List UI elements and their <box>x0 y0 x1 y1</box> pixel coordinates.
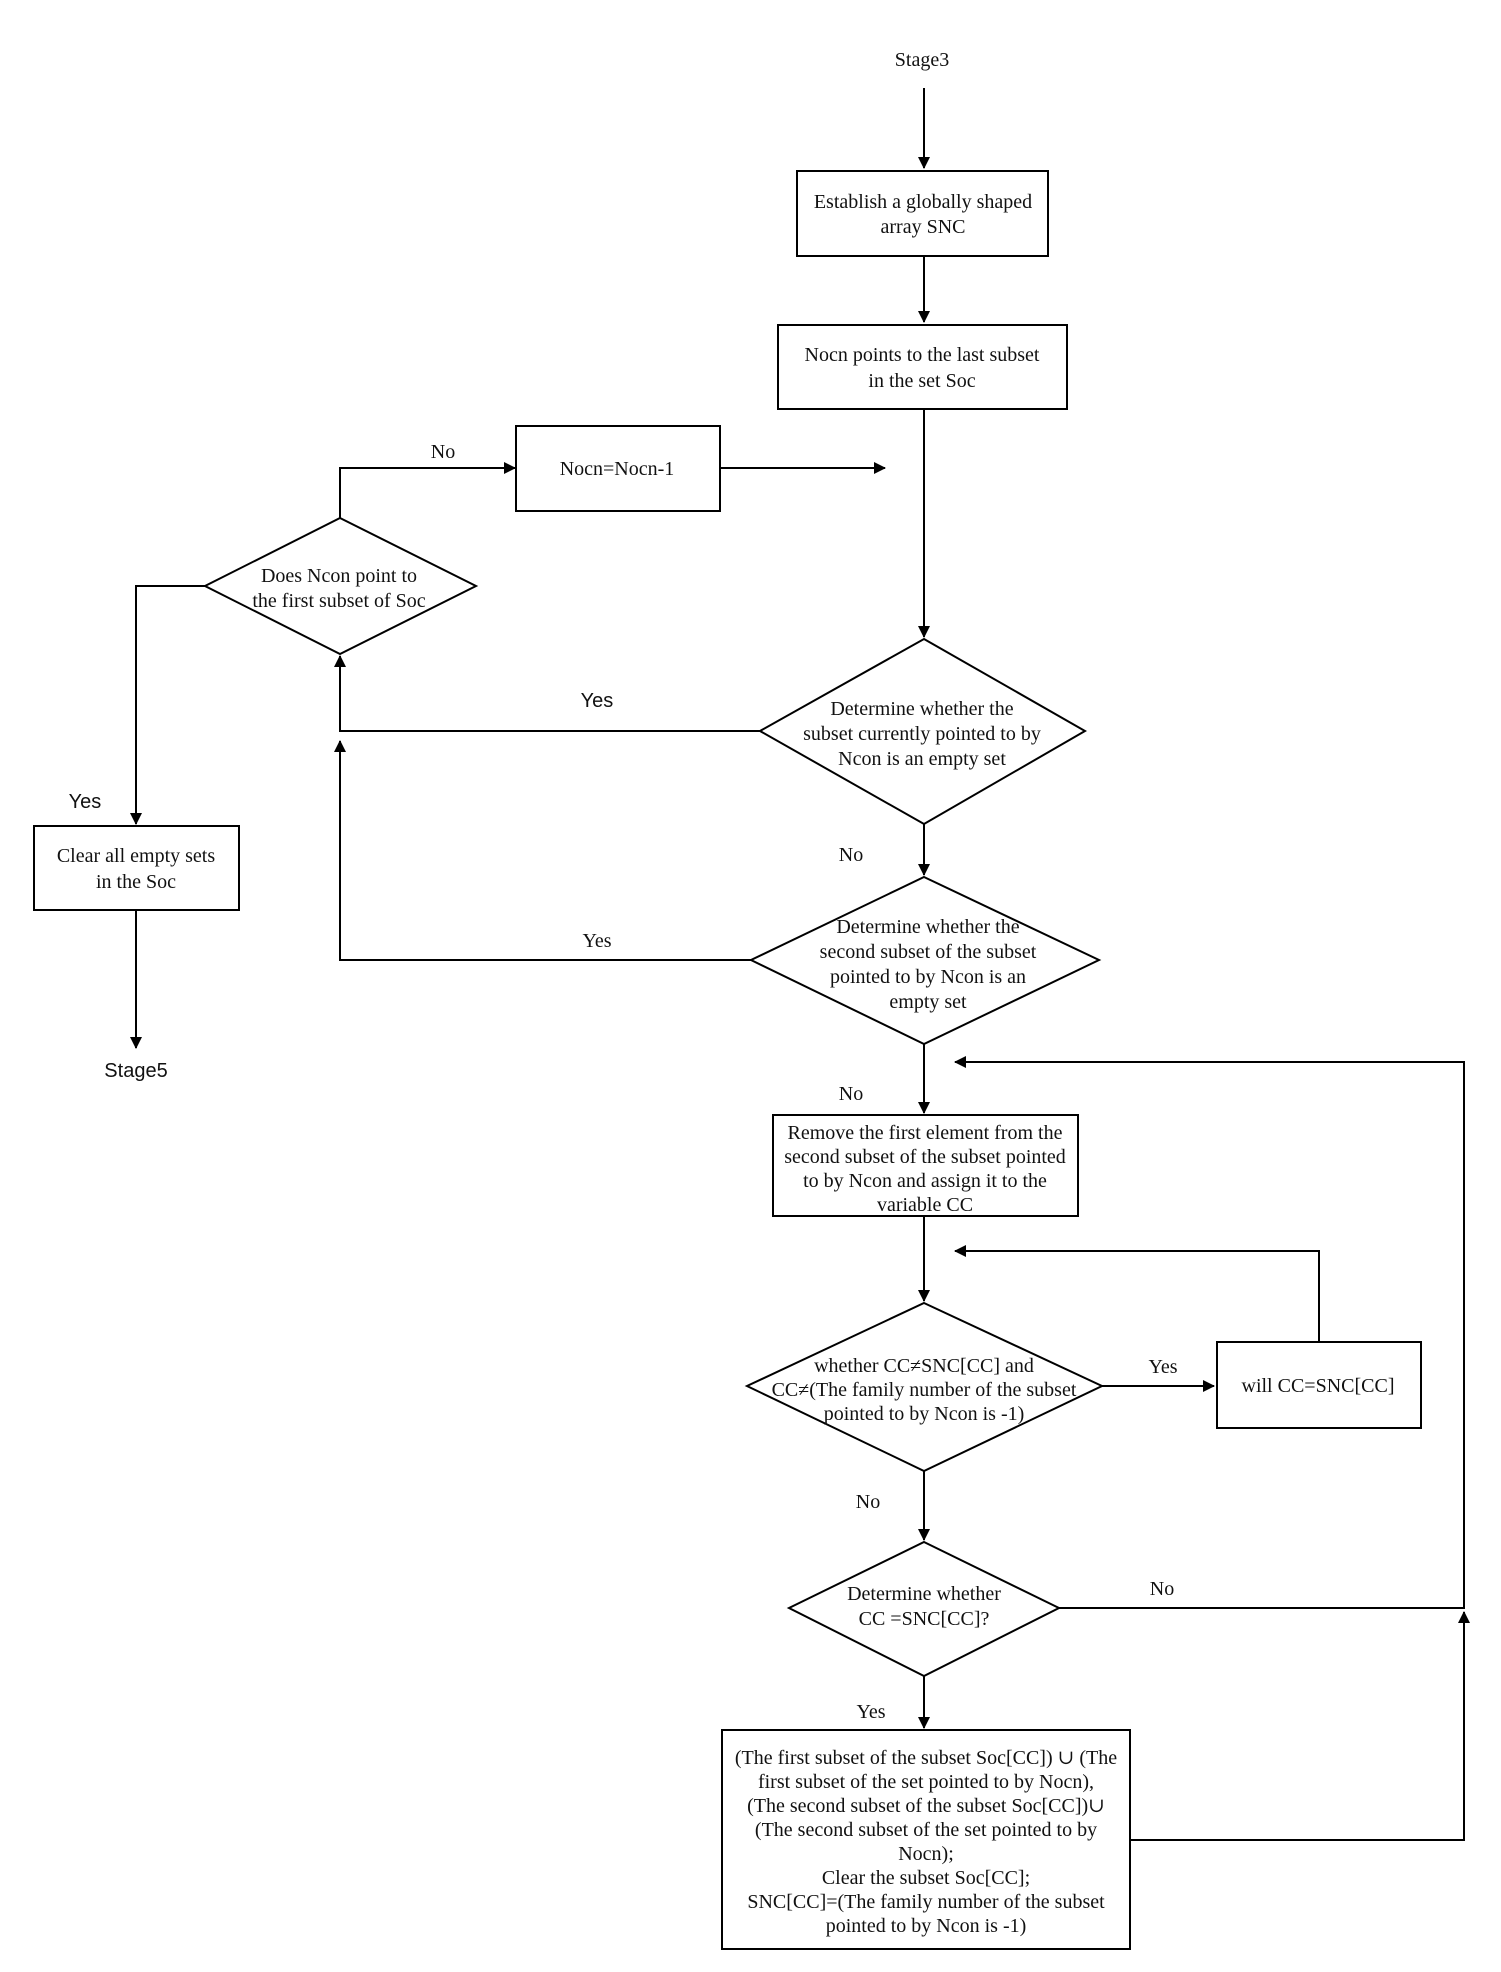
second-subset-yes-label: Yes <box>582 930 611 952</box>
text-line: Nocn); <box>898 1843 954 1865</box>
text-line: Clear all empty sets <box>57 845 216 867</box>
empty-subset-yes-label: Yes <box>581 690 614 712</box>
text-line: empty set <box>889 991 967 1013</box>
empty-subset-no-label: No <box>839 844 863 866</box>
stage3-label: Stage3 <box>895 49 949 71</box>
ncon-first-decision <box>202 516 479 656</box>
text-line: first subset of the set pointed to by No… <box>758 1771 1094 1793</box>
text-line: Nocn=Nocn-1 <box>560 458 675 480</box>
text-line: in the set Soc <box>868 370 975 392</box>
stage5-label: Stage5 <box>104 1060 167 1082</box>
text-line: CC≠(The family number of the subset <box>772 1379 1077 1401</box>
edge-empty-question-yes <box>334 655 760 732</box>
text-line: whether CC≠SNC[CC] and <box>814 1355 1034 1377</box>
text-line: array SNC <box>881 216 966 238</box>
merge-subsets-text: (The first subset of the subset Soc[CC])… <box>735 1747 1117 1937</box>
text-line: Clear the subset Soc[CC]; <box>822 1867 1030 1889</box>
text-line: in the Soc <box>96 871 176 893</box>
text-line: will CC=SNC[CC] <box>1242 1375 1395 1397</box>
shapes <box>33 170 1422 1950</box>
cc-question-yes-label: Yes <box>1148 1356 1177 1378</box>
remove-first-element-box <box>772 1114 1079 1217</box>
text-line: subset currently pointed to by <box>803 723 1041 745</box>
text-line: second subset of the subset <box>820 941 1037 963</box>
establish-snc-box <box>796 170 1049 257</box>
establish-snc-text: Establish a globally shaped array SNC <box>814 191 1032 238</box>
text-line: (The first subset of the subset Soc[CC])… <box>735 1747 1117 1769</box>
edges <box>130 88 1470 1841</box>
ncon-first-text: Does Ncon point to the first subset of So… <box>252 565 425 612</box>
text-line: the first subset of Soc <box>252 590 425 612</box>
cc-decision <box>744 1301 1105 1473</box>
text-line: Nocn points to the last subset <box>805 344 1040 366</box>
cc-equal-text: Determine whether CC =SNC[CC]? <box>847 1583 1001 1630</box>
text-line: pointed to by Ncon is an <box>830 966 1026 988</box>
assign-cc-text: will CC=SNC[CC] <box>1242 1375 1395 1397</box>
clear-empty-sets-box <box>33 825 240 911</box>
text-line: Ncon is an empty set <box>838 748 1006 770</box>
text-line: second subset of the subset pointed <box>784 1146 1066 1168</box>
text-line: pointed to by Ncon is -1) <box>826 1915 1027 1937</box>
cc-equal-yes-label: Yes <box>856 1701 885 1723</box>
edge-cc-equal-no <box>954 1056 1465 1609</box>
text-line: variable CC <box>877 1194 973 1216</box>
second-subset-text: Determine whether the second subset of th… <box>820 916 1037 1013</box>
text-line: Determine whether <box>847 1583 1001 1605</box>
edge-ncon-first-no <box>339 462 516 518</box>
ncon-first-no-label: No <box>431 441 455 463</box>
text-line: SNC[CC]=(The family number of the subset <box>747 1891 1105 1913</box>
empty-subset-text: Determine whether the subset currently po… <box>803 698 1041 770</box>
cc-equal-no-label: No <box>1150 1578 1174 1600</box>
nocn-decrement-text: Nocn=Nocn-1 <box>560 458 675 480</box>
second-subset-decision <box>748 875 1102 1046</box>
clear-empty-sets-text: Clear all empty sets in the Soc <box>57 845 216 893</box>
merge-subsets-box <box>721 1729 1131 1950</box>
text-line: Determine whether the <box>836 916 1019 938</box>
ncon-first-yes-label: Yes <box>69 791 102 813</box>
cc-question-no-label: No <box>856 1491 880 1513</box>
nocn-last-text: Nocn points to the last subset in the set… <box>805 344 1040 392</box>
text-line: Determine whether the <box>830 698 1013 720</box>
nocn-decrement-box <box>515 425 721 512</box>
text-line: (The second subset of the set pointed to… <box>755 1819 1097 1841</box>
text-line: (The second subset of the subset Soc[CC]… <box>747 1795 1105 1817</box>
empty-subset-decision <box>757 637 1088 826</box>
text-line: Establish a globally shaped <box>814 191 1032 213</box>
text-line: CC =SNC[CC]? <box>859 1608 990 1630</box>
text-line: Does Ncon point to <box>261 565 417 587</box>
edge-second-question-yes <box>334 740 751 961</box>
assign-cc-box <box>1216 1341 1422 1429</box>
cc-equal-decision <box>786 1540 1062 1678</box>
edge-merge-back <box>1130 1611 1470 1841</box>
edge-assign-back-loop <box>954 1245 1320 1342</box>
edge-ncon-first-yes <box>130 585 205 825</box>
text-line: to by Ncon and assign it to the <box>803 1170 1047 1192</box>
second-subset-no-label: No <box>839 1083 863 1105</box>
text-line: Remove the first element from the <box>788 1122 1063 1144</box>
text-line: pointed to by Ncon is -1) <box>824 1403 1025 1425</box>
nocn-last-box <box>777 324 1068 410</box>
